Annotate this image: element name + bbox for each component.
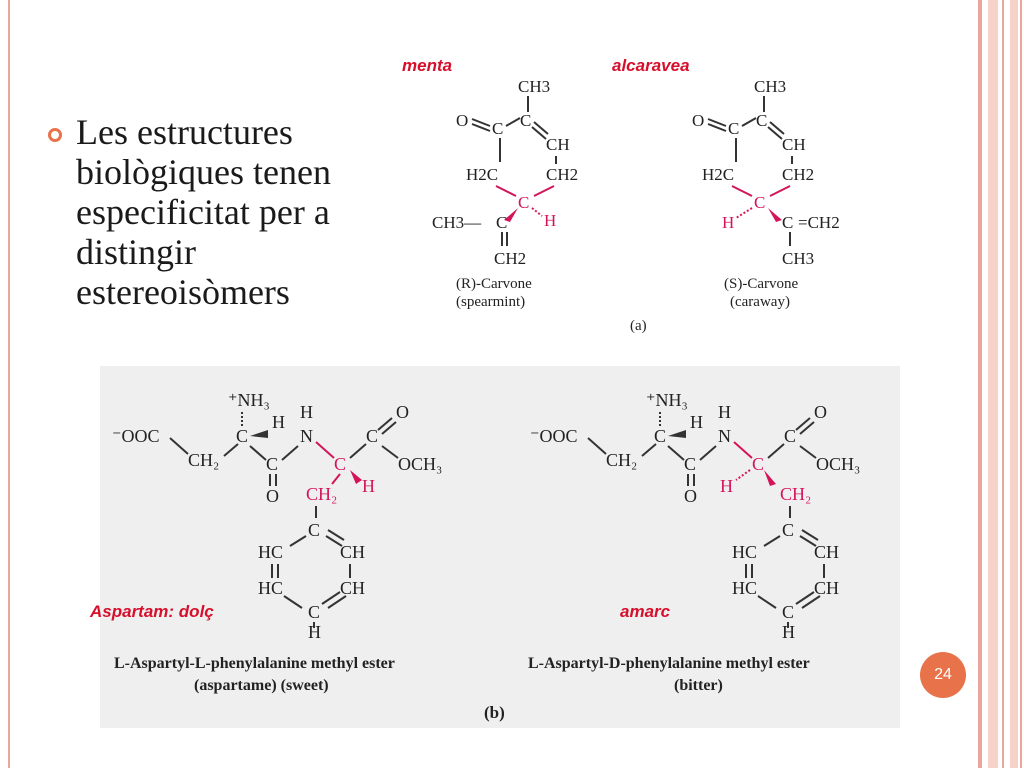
svg-text:H: H: [300, 402, 313, 422]
svg-text:N: N: [718, 426, 731, 446]
svg-text:O: O: [814, 402, 827, 422]
r-carvone-structure: CH3 O C C CH H2C CH2 C H CH3— C CH2 (R)-…: [432, 77, 578, 310]
atom-c-alkene-s: C: [756, 111, 767, 130]
svg-text:C: C: [654, 426, 666, 446]
aspartame-right-name: L-Aspartyl-D-phenylalanine methyl ester: [528, 655, 810, 672]
svg-text:C: C: [308, 602, 320, 622]
svg-text:CH: CH: [340, 578, 365, 598]
svg-text:HC: HC: [258, 578, 283, 598]
atom-ch2-ring: CH2: [546, 165, 578, 184]
atom-c-stereo: C: [518, 193, 529, 212]
atom-c-stereo-s: C: [754, 193, 765, 212]
svg-text:H: H: [718, 402, 731, 422]
atom-ch: CH: [546, 135, 570, 154]
atom-h-stereo-s: H: [722, 213, 734, 232]
svg-text:CH: CH: [814, 542, 839, 562]
svg-text:CH₂: CH₂: [306, 484, 337, 504]
aspartame-right-sub: (bitter): [674, 677, 723, 694]
decorative-stripes: [980, 0, 1024, 768]
svg-text:⁺NH₃: ⁺NH₃: [646, 390, 688, 410]
aspartame-panel: ⁺NH₃ ⁻OOC CH₂ C H C O H N C C O OCH₃: [100, 366, 900, 728]
svg-text:H: H: [362, 476, 375, 496]
svg-text:⁻OOC: ⁻OOC: [112, 426, 160, 446]
svg-text:C: C: [334, 454, 346, 474]
svg-text:C: C: [784, 426, 796, 446]
svg-text:O: O: [684, 486, 697, 506]
atom-c-alkene: C: [520, 111, 531, 130]
svg-text:C: C: [684, 454, 696, 474]
s-carvone-sub: (caraway): [730, 294, 790, 310]
atom-h2c: H2C: [466, 165, 498, 184]
r-carvone-name: (R)-Carvone: [456, 276, 532, 292]
atom-ch3-branch: CH3—: [432, 213, 482, 232]
s-carvone-structure: CH3 O C C CH H2C CH2 C H C =CH2 CH3 (S)-…: [692, 77, 840, 310]
atom-ch2-ring-s: CH2: [782, 165, 814, 184]
svg-text:H: H: [720, 476, 733, 496]
label-alcaravea: alcaravea: [612, 56, 690, 75]
svg-text:H: H: [782, 622, 795, 642]
aspartame-sweet-structure: ⁺NH₃ ⁻OOC CH₂ C H C O H N C C O OCH₃: [112, 390, 442, 694]
svg-text:C: C: [366, 426, 378, 446]
carvone-diagram: CH3 O C C CH H2C CH2 C H CH3— C CH2 (R)-…: [432, 77, 840, 334]
svg-text:C: C: [782, 602, 794, 622]
atom-c-branch-s: C: [782, 213, 793, 232]
atom-ch2-end: CH2: [494, 249, 526, 268]
svg-text:C: C: [752, 454, 764, 474]
aspartame-left-name: L-Aspartyl-L-phenylalanine methyl ester: [114, 655, 395, 672]
svg-text:OCH₃: OCH₃: [816, 454, 860, 474]
svg-text:HC: HC: [258, 542, 283, 562]
aspartame-left-sub: (aspartame) (sweet): [194, 677, 329, 694]
page-number-badge: 24: [920, 652, 966, 698]
atom-ch-s: CH: [782, 135, 806, 154]
svg-text:CH: CH: [340, 542, 365, 562]
svg-text:H: H: [308, 622, 321, 642]
svg-text:O: O: [266, 486, 279, 506]
aspartame-diagram: ⁺NH₃ ⁻OOC CH₂ C H C O H N C C O OCH₃: [112, 390, 860, 722]
label-aspartam-dolc: Aspartam: dolç: [90, 602, 214, 621]
label-amarc: amarc: [620, 602, 671, 621]
atom-o-s: O: [692, 111, 704, 130]
svg-text:⁺NH₃: ⁺NH₃: [228, 390, 270, 410]
svg-text:CH₂: CH₂: [780, 484, 811, 504]
svg-text:C: C: [266, 454, 278, 474]
atom-h2c-s: H2C: [702, 165, 734, 184]
svg-text:O: O: [396, 402, 409, 422]
svg-text:H: H: [272, 412, 285, 432]
slide-frame: [8, 0, 980, 768]
svg-text:C: C: [308, 520, 320, 540]
r-carvone-sub: (spearmint): [456, 294, 525, 310]
svg-text:HC: HC: [732, 542, 757, 562]
atom-ch3-top-s: CH3: [754, 77, 786, 96]
atom-c-carbonyl-s: C: [728, 119, 739, 138]
atom-ch3-top: CH3: [518, 77, 550, 96]
svg-text:OCH₃: OCH₃: [398, 454, 442, 474]
svg-text:N: N: [300, 426, 313, 446]
label-menta: menta: [402, 56, 453, 75]
bullet-icon: [48, 128, 62, 142]
bullet-text: Les estructures biològiques tenen especi…: [76, 112, 331, 312]
svg-text:HC: HC: [732, 578, 757, 598]
svg-text:H: H: [690, 412, 703, 432]
svg-text:C: C: [782, 520, 794, 540]
atom-ch3-end-s: CH3: [782, 249, 814, 268]
svg-text:CH₂: CH₂: [188, 450, 219, 470]
atom-dbl-ch2-s: =CH2: [798, 213, 840, 232]
aspartame-bitter-structure: ⁺NH₃ ⁻OOC CH₂ C H C O H N C C O OCH₃: [528, 390, 860, 694]
panel-label-a: (a): [630, 318, 647, 334]
svg-text:⁻OOC: ⁻OOC: [530, 426, 578, 446]
atom-h-stereo: H: [544, 211, 556, 230]
panel-label-b: (b): [484, 703, 505, 722]
svg-text:C: C: [236, 426, 248, 446]
svg-text:CH: CH: [814, 578, 839, 598]
svg-text:CH₂: CH₂: [606, 450, 637, 470]
atom-o: O: [456, 111, 468, 130]
atom-c-branch: C: [496, 213, 507, 232]
atom-c-carbonyl: C: [492, 119, 503, 138]
s-carvone-name: (S)-Carvone: [724, 276, 798, 292]
